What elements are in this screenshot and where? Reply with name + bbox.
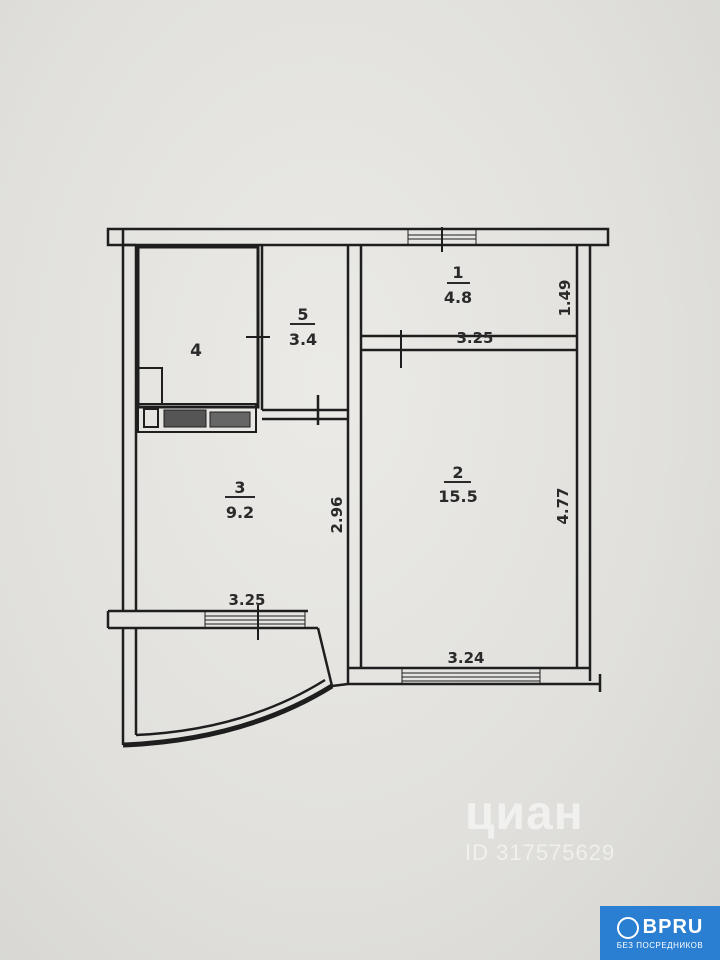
balcony — [121, 627, 349, 748]
room-2-area: 15.5 — [438, 487, 477, 506]
room-4-number: 4 — [190, 341, 202, 361]
cian-watermark: циан ID 317575629 — [465, 790, 615, 866]
room-2-number: 2 — [452, 463, 463, 482]
dim-room-2-width: 3.24 — [447, 649, 484, 667]
room-4-outline — [136, 245, 260, 409]
room-5-area: 3.4 — [289, 330, 317, 349]
watermark-name: циан — [465, 787, 584, 840]
window-room-2 — [401, 667, 541, 685]
room-1-number: 1 — [452, 263, 463, 282]
interior-walls — [136, 245, 577, 684]
label-rules — [225, 282, 471, 498]
dim-room-2-height: 4.77 — [554, 487, 572, 524]
logo-tagline: БЕЗ ПОСРЕДНИКОВ — [616, 941, 704, 950]
stove-icon — [137, 403, 257, 433]
window-room-3 — [204, 610, 306, 629]
window-top — [407, 229, 477, 245]
outer-walls — [106, 227, 610, 692]
room-3-number: 3 — [234, 478, 245, 497]
door-marks — [246, 227, 443, 640]
kitchen-fixtures — [137, 367, 257, 433]
sink-icon — [137, 367, 163, 405]
room-1-area: 4.8 — [444, 288, 472, 307]
room-5-number: 5 — [297, 305, 308, 324]
room-3-area: 9.2 — [226, 503, 254, 522]
bpru-logo: BPRU БЕЗ ПОСРЕДНИКОВ — [600, 906, 720, 960]
dim-room-3-height: 2.96 — [328, 496, 346, 533]
top-wall — [106, 227, 610, 247]
dim-room-3-width: 3.25 — [228, 591, 265, 609]
people-icon — [616, 916, 639, 939]
dim-room-1-height: 1.49 — [556, 279, 574, 316]
logo-name: BPRU — [642, 916, 704, 938]
watermark-id: ID 317575629 — [465, 840, 616, 865]
dim-room-1-width: 3.25 — [456, 329, 493, 347]
